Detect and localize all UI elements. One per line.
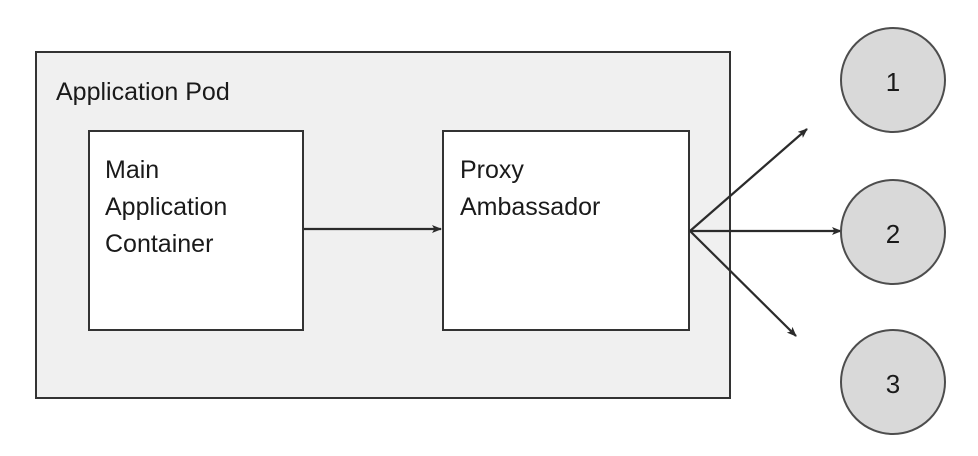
- main-application-container-label-line-1: Main: [105, 156, 159, 184]
- main-application-container-label-line-3: Container: [105, 230, 213, 258]
- edge-proxy-to-service-3: [689, 230, 797, 337]
- main-application-container-label-line-2: Application: [105, 193, 227, 221]
- service-3-circle: [840, 329, 946, 435]
- proxy-ambassador-label-line-1: Proxy: [460, 156, 524, 184]
- service-1-label: 1: [886, 67, 900, 97]
- service-2-circle: [840, 179, 946, 285]
- proxy-ambassador-label-line-2: Ambassador: [460, 193, 600, 221]
- service-2-label: 2: [886, 219, 900, 249]
- application-pod-label: Application Pod: [56, 78, 230, 106]
- proxy-ambassador-box: [442, 130, 690, 331]
- service-1-circle: [840, 27, 946, 133]
- service-3-label: 3: [886, 369, 900, 399]
- edge-proxy-to-service-1: [689, 128, 808, 232]
- main-application-container-box: [88, 130, 304, 331]
